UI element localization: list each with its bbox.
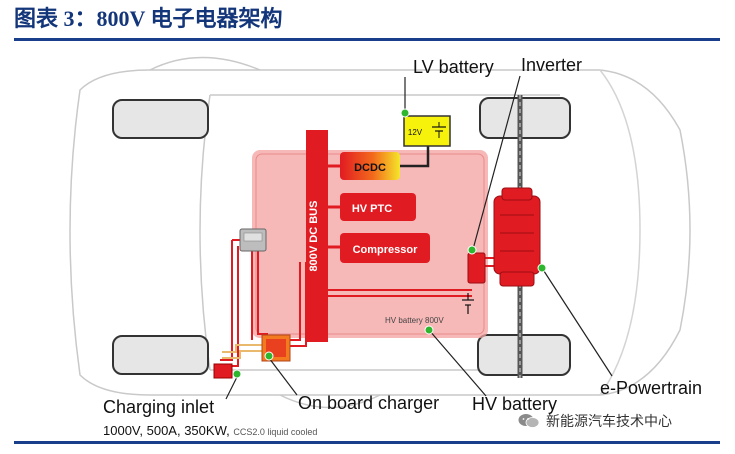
charging-pipes xyxy=(222,344,262,359)
label-hv-battery: HV battery xyxy=(472,394,558,414)
lv-battery: 12V xyxy=(403,115,451,147)
charging-spec: 1000V, 500A, 350KW, CCS2.0 liquid cooled xyxy=(103,423,317,438)
inverter xyxy=(467,252,486,284)
svg-text:12V: 12V xyxy=(408,128,423,137)
callout-dots xyxy=(232,108,547,379)
svg-text:HV PTC: HV PTC xyxy=(352,203,392,215)
wechat-icon xyxy=(518,414,540,428)
bottom-rule xyxy=(14,441,720,444)
dc-bus-bar xyxy=(306,130,328,342)
charging-spec-note: CCS2.0 liquid cooled xyxy=(233,427,318,437)
dc-bus-label: 800V DC BUS xyxy=(308,201,320,272)
label-on-board-charger: On board charger xyxy=(298,393,440,413)
hv-battery-small-label: HV battery 800V xyxy=(385,316,444,325)
watermark-text: 新能源汽车技术中心 xyxy=(546,413,672,429)
svg-text:Compressor: Compressor xyxy=(353,244,419,256)
label-lv-battery: LV battery xyxy=(413,57,494,77)
wheels xyxy=(112,97,571,376)
e-powertrain xyxy=(493,187,541,287)
component-compressor: Compressor xyxy=(340,233,430,263)
label-inverter: Inverter xyxy=(521,55,583,75)
top-rule xyxy=(14,38,720,41)
component-dcdc: DCDC xyxy=(340,152,400,180)
hv-wiring xyxy=(220,239,500,367)
label-e-powertrain: e-Powertrain xyxy=(600,378,703,398)
label-charging-inlet: Charging inlet xyxy=(103,397,215,417)
charging-inlet xyxy=(213,363,233,379)
junction-box xyxy=(239,228,267,252)
figure-title: 图表 3：800V 电子电器架构 xyxy=(14,6,283,31)
svg-text:DCDC: DCDC xyxy=(354,162,386,174)
watermark: 新能源汽车技术中心 xyxy=(518,411,672,431)
battery-cell-symbol xyxy=(462,293,474,314)
component-hv-ptc: HV PTC xyxy=(340,193,416,221)
lv-wire xyxy=(400,145,430,168)
callout-lines xyxy=(225,75,613,400)
charging-spec-values: 1000V, 500A, 350KW, xyxy=(103,423,230,438)
